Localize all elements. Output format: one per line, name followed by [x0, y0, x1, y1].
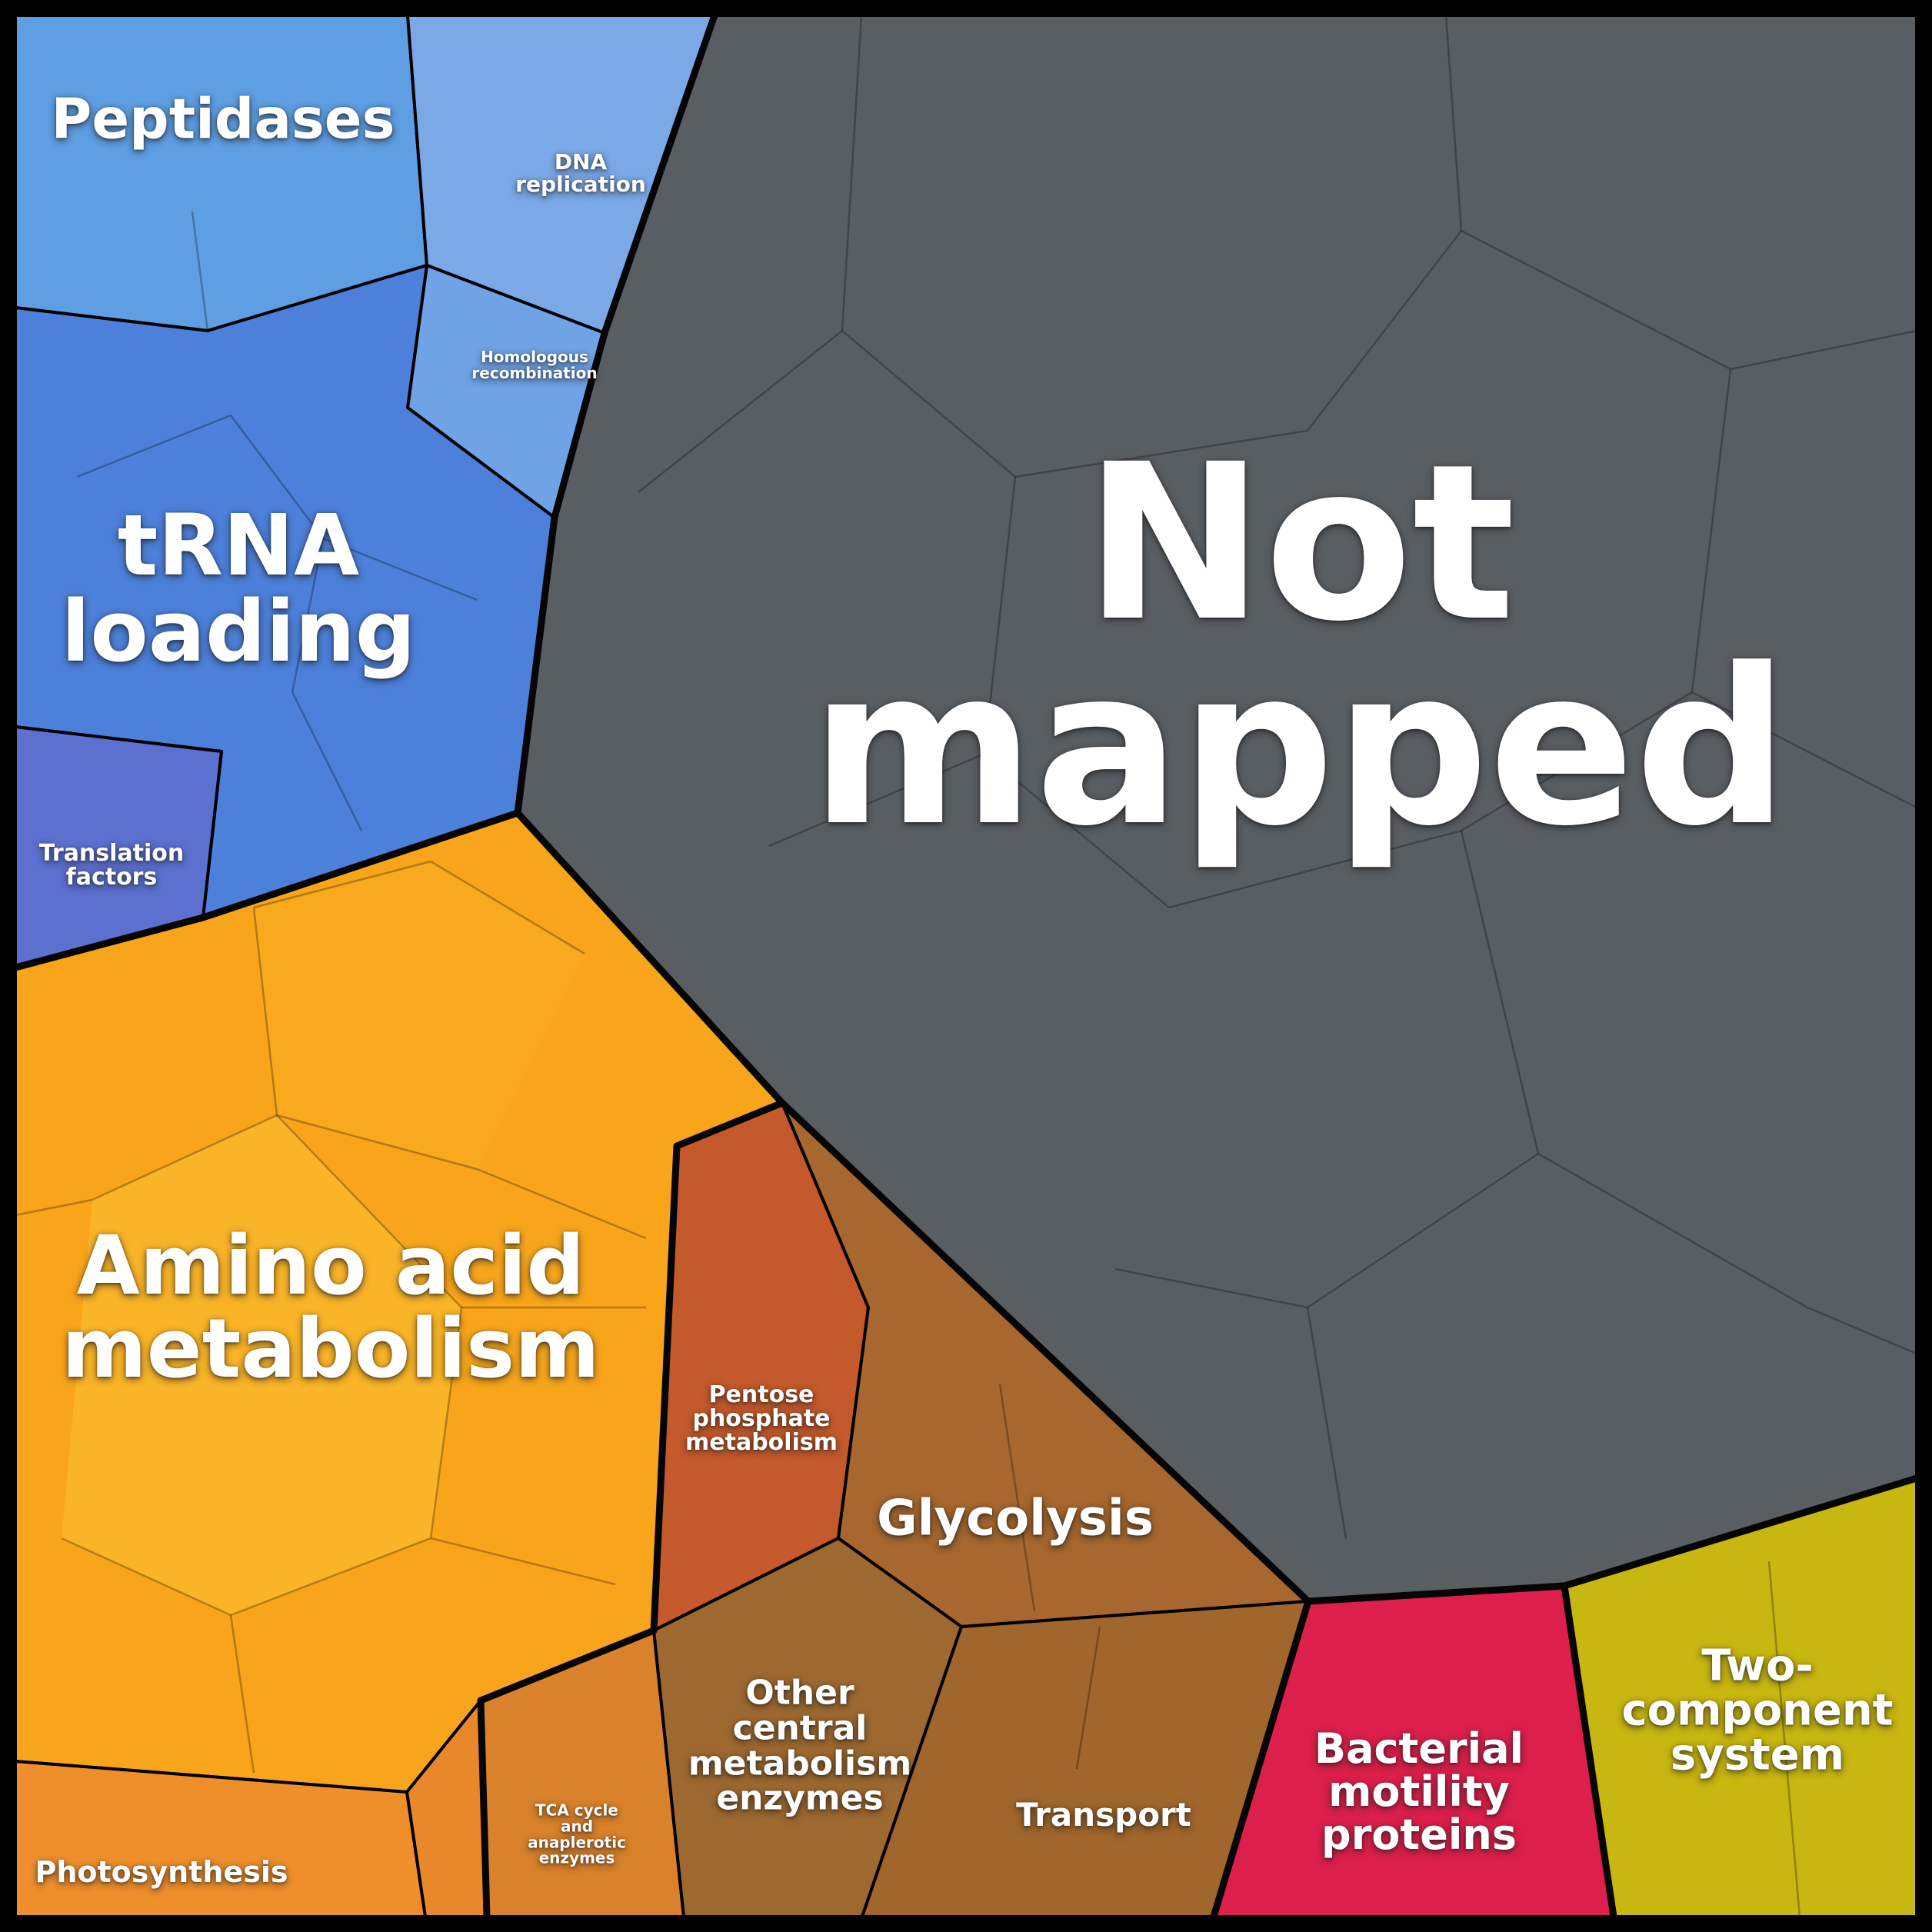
subcell-boundary-line: [61, 1537, 232, 1617]
cluster-boundary-line: [514, 809, 786, 1107]
cluster-boundary-line: [1561, 1582, 1617, 1920]
subcell-boundary-line: [230, 415, 325, 693]
subcell-boundary-line: [191, 211, 209, 331]
subcell-boundary-line: [1075, 1626, 1101, 1770]
subcell-boundary-line: [841, 15, 1016, 478]
subcell-boundary-line: [229, 1614, 255, 1774]
subcell-boundary-line: [638, 330, 843, 493]
subcell-boundary-line: [1114, 1152, 1539, 1309]
subcell-boundary-line: [998, 1384, 1036, 1612]
subcell-boundary-line: [476, 1168, 647, 1240]
cluster-boundary-line: [1210, 1597, 1312, 1920]
cluster-boundary-line: [12, 809, 521, 971]
subcell-boundary-line: [230, 1114, 463, 1617]
subcell-boundary-line: [252, 907, 478, 1171]
subcell-boundary-line: [253, 860, 431, 909]
subcell-boundary-line: [983, 476, 1170, 908]
cluster-boundary-line: [1561, 1474, 1920, 1590]
subcell-boundary-line: [1690, 368, 1917, 809]
subcell-boundary-line: [430, 860, 585, 955]
cluster-boundary-line: [477, 1099, 786, 1920]
subcell-tint: [254, 861, 585, 1169]
subcell-boundary-line: [1767, 1561, 1801, 1917]
subcell-boundary-line: [1460, 830, 1808, 1309]
subcell-boundary-line: [1306, 1307, 1347, 1539]
subcell-boundary-line: [92, 1114, 278, 1201]
subcell-boundary-line: [322, 537, 478, 601]
cluster-boundary-line: [1304, 1582, 1568, 1605]
subcell-boundary-line: [1461, 229, 1917, 371]
subcell-boundary-line: [1807, 1306, 1917, 1355]
cluster-boundary-line: [514, 12, 718, 817]
subcell-boundary-line: [76, 414, 232, 478]
subcell-tint: [62, 1115, 461, 1615]
subcell-boundary-line: [430, 1537, 616, 1586]
subcell-boundary-line: [768, 752, 985, 848]
subcell-boundary-line: [1014, 15, 1463, 478]
subcell-boundary-line: [15, 1198, 93, 1217]
subcell-boundary-line: [1168, 691, 1693, 909]
subcell-boundary-line: [291, 691, 363, 831]
cluster-boundary-line: [778, 1099, 1312, 1605]
